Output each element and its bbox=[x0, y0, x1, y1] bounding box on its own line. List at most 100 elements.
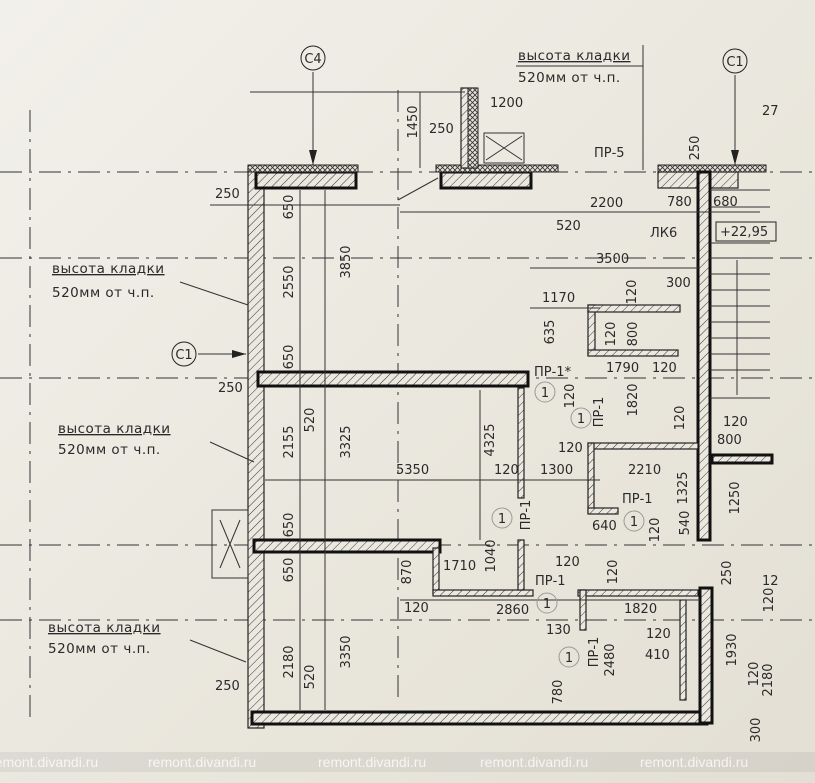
svg-text:120: 120 bbox=[558, 441, 583, 456]
svg-text:remont.divandi.ru: remont.divandi.ru bbox=[148, 754, 256, 770]
svg-text:3500: 3500 bbox=[596, 252, 629, 267]
svg-text:520мм от ч.п.: 520мм от ч.п. bbox=[58, 442, 161, 458]
svg-text:120: 120 bbox=[652, 361, 677, 376]
lintel-pr1-star: ПР-1* bbox=[534, 365, 572, 380]
svg-text:520мм от ч.п.: 520мм от ч.п. bbox=[518, 70, 621, 86]
svg-text:1250: 1250 bbox=[728, 481, 743, 514]
svg-text:2180: 2180 bbox=[761, 663, 776, 696]
svg-text:1: 1 bbox=[498, 512, 506, 527]
wall-bottom bbox=[250, 710, 709, 726]
svg-text:2200: 2200 bbox=[590, 196, 623, 211]
svg-text:250: 250 bbox=[429, 122, 454, 137]
svg-text:С4: С4 bbox=[304, 52, 321, 67]
svg-text:С1: С1 bbox=[175, 348, 192, 363]
partition-wall-2 bbox=[252, 538, 442, 554]
svg-text:1: 1 bbox=[543, 597, 551, 612]
svg-text:120: 120 bbox=[555, 555, 580, 570]
svg-text:С1: С1 bbox=[726, 55, 743, 70]
svg-text:remont.divandi.ru: remont.divandi.ru bbox=[480, 754, 588, 770]
svg-text:1: 1 bbox=[541, 386, 549, 401]
watermark: remont.divandi.ru remont.divandi.ru remo… bbox=[0, 752, 815, 772]
stair-label: ЛК6 bbox=[650, 226, 677, 241]
svg-text:780: 780 bbox=[667, 195, 692, 210]
svg-text:650: 650 bbox=[282, 195, 297, 220]
svg-text:120: 120 bbox=[563, 384, 578, 409]
axis-marker-c1-left: С1 bbox=[171, 341, 197, 367]
svg-text:250: 250 bbox=[720, 561, 735, 586]
svg-text:635: 635 bbox=[543, 320, 558, 345]
svg-text:2155: 2155 bbox=[282, 425, 297, 458]
dimension-labels-vertical: 1450 250 650 2550 3850 650 120 635 120 8… bbox=[282, 105, 777, 742]
svg-text:1930: 1930 bbox=[725, 633, 740, 666]
outer-wall-left bbox=[247, 167, 265, 729]
wall-top-mid bbox=[439, 170, 533, 190]
svg-text:1200: 1200 bbox=[490, 96, 523, 111]
svg-text:2480: 2480 bbox=[603, 643, 618, 676]
svg-text:2210: 2210 bbox=[628, 463, 661, 478]
svg-text:3850: 3850 bbox=[339, 245, 354, 278]
svg-text:1: 1 bbox=[630, 515, 638, 530]
svg-text:120: 120 bbox=[606, 560, 621, 585]
svg-text:520: 520 bbox=[303, 665, 318, 690]
svg-text:12: 12 bbox=[762, 574, 779, 589]
svg-text:800: 800 bbox=[626, 322, 641, 347]
svg-text:650: 650 bbox=[282, 558, 297, 583]
svg-text:высота кладки: высота кладки bbox=[48, 620, 161, 636]
svg-text:250: 250 bbox=[215, 679, 240, 694]
note-masonry-left-3: высота кладки 520мм от ч.п. bbox=[48, 620, 161, 657]
svg-text:4325: 4325 bbox=[483, 423, 498, 456]
svg-text:3350: 3350 bbox=[339, 635, 354, 668]
dimension-lines bbox=[179, 45, 760, 710]
svg-text:540: 540 bbox=[678, 511, 693, 536]
svg-text:120: 120 bbox=[747, 662, 762, 687]
svg-text:2180: 2180 bbox=[282, 645, 297, 678]
svg-text:120: 120 bbox=[404, 601, 429, 616]
partition-wall-1 bbox=[256, 370, 530, 388]
note-masonry-top: высота кладки 520мм от ч.п. bbox=[518, 48, 631, 86]
svg-text:640: 640 bbox=[592, 519, 617, 534]
stair-treads bbox=[710, 189, 770, 399]
svg-text:520: 520 bbox=[303, 408, 318, 433]
svg-text:2860: 2860 bbox=[496, 603, 529, 618]
svg-text:520мм от ч.п.: 520мм от ч.п. bbox=[48, 641, 151, 657]
beam-count-markers: 1 1 1 1 1 1 bbox=[491, 381, 645, 668]
svg-text:2550: 2550 bbox=[282, 265, 297, 298]
svg-text:680: 680 bbox=[713, 195, 738, 210]
lintel-pr1: ПР-1 bbox=[519, 500, 534, 531]
lintel-pr1: ПР-1 bbox=[592, 397, 607, 428]
lintel-pr5: ПР-5 bbox=[594, 146, 625, 161]
svg-text:1325: 1325 bbox=[676, 471, 691, 504]
svg-text:1040: 1040 bbox=[484, 539, 499, 572]
svg-text:410: 410 bbox=[645, 648, 670, 663]
stair-wall bbox=[696, 170, 712, 542]
svg-text:120: 120 bbox=[604, 322, 619, 347]
axis-marker-c1-top: С1 bbox=[722, 48, 748, 74]
svg-text:300: 300 bbox=[749, 718, 764, 743]
svg-text:+22,95: +22,95 bbox=[720, 225, 768, 240]
svg-text:120: 120 bbox=[762, 588, 777, 613]
svg-text:130: 130 bbox=[546, 623, 571, 638]
svg-text:remont.divandi.ru: remont.divandi.ru bbox=[318, 754, 426, 770]
svg-text:1820: 1820 bbox=[626, 383, 641, 416]
svg-text:120: 120 bbox=[648, 518, 663, 543]
svg-text:780: 780 bbox=[551, 680, 566, 705]
svg-text:1790: 1790 bbox=[606, 361, 639, 376]
svg-text:remont.divandi.ru: remont.divandi.ru bbox=[0, 754, 98, 770]
svg-text:300: 300 bbox=[666, 276, 691, 291]
svg-text:800: 800 bbox=[717, 433, 742, 448]
svg-text:120: 120 bbox=[646, 627, 671, 642]
svg-text:высота кладки: высота кладки bbox=[518, 48, 631, 64]
svg-text:120: 120 bbox=[673, 406, 688, 431]
note-masonry-left-1: высота кладки 520мм от ч.п. bbox=[52, 261, 165, 301]
svg-text:3325: 3325 bbox=[339, 425, 354, 458]
svg-text:5350: 5350 bbox=[396, 463, 429, 478]
lintel-pr1: ПР-1 bbox=[587, 637, 602, 668]
svg-text:высота кладки: высота кладки bbox=[52, 261, 165, 277]
svg-text:1: 1 bbox=[565, 651, 573, 666]
svg-text:650: 650 bbox=[282, 513, 297, 538]
wall-top-left bbox=[254, 170, 358, 190]
svg-text:120: 120 bbox=[494, 463, 519, 478]
svg-text:remont.divandi.ru: remont.divandi.ru bbox=[640, 754, 748, 770]
